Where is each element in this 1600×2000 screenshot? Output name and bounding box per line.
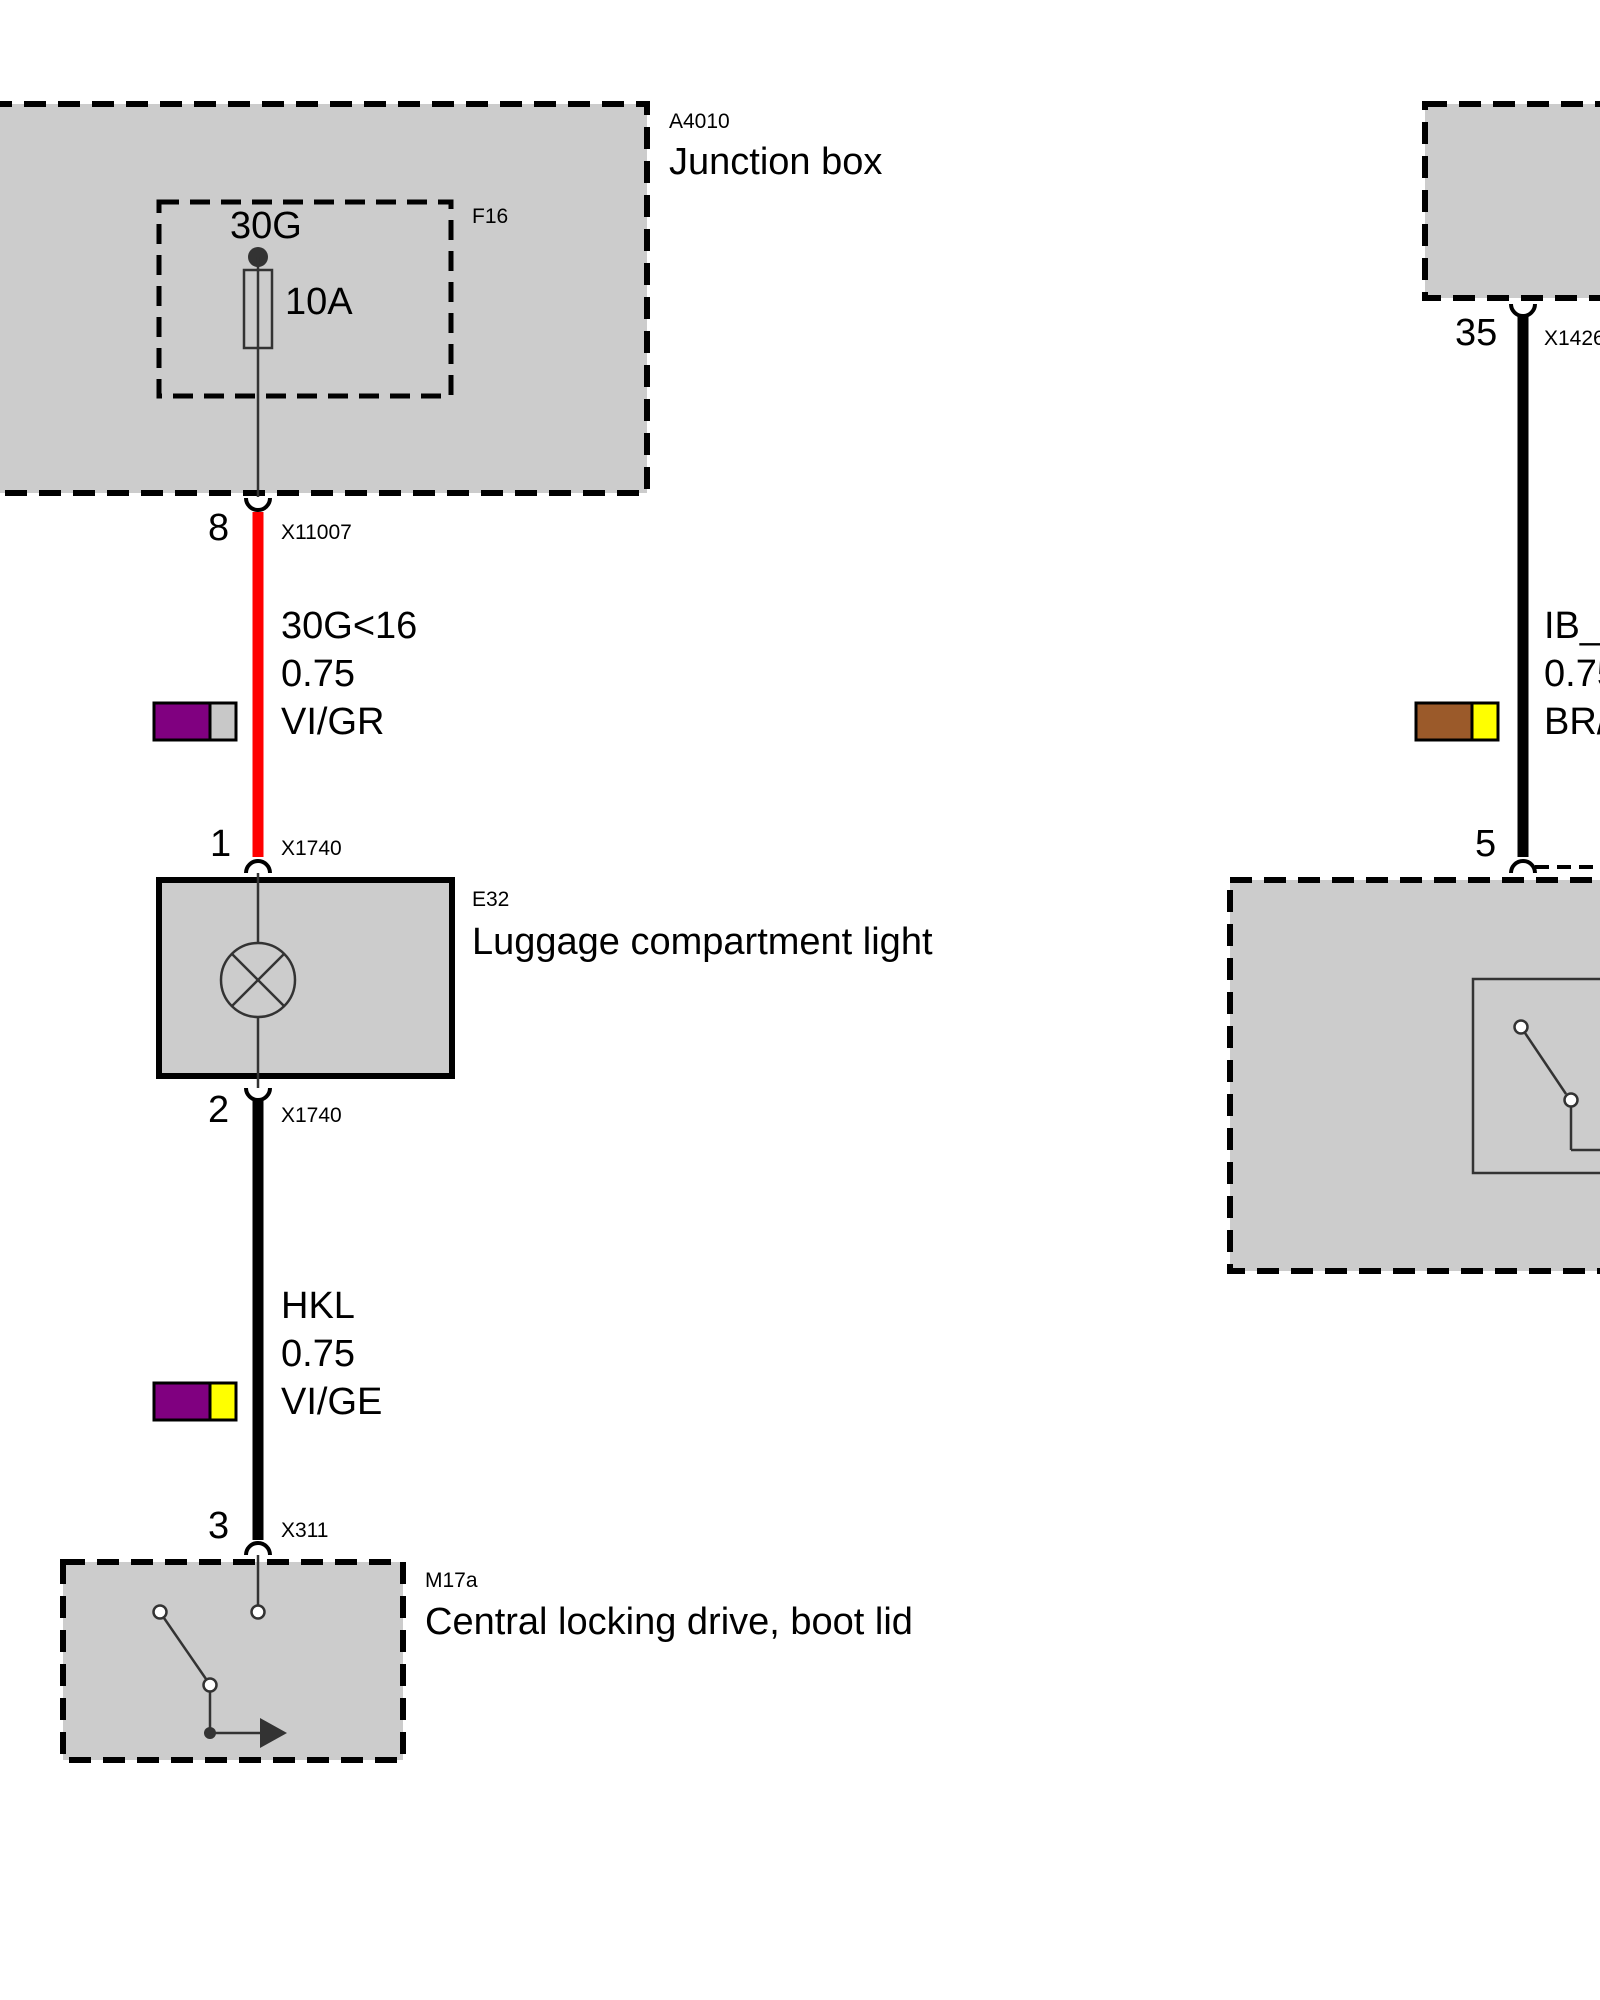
- wire-hkl: HKL 0.75 VI/GE: [152, 1100, 382, 1540]
- pin-number: 1: [210, 823, 231, 865]
- wire-signal: HKL: [281, 1285, 355, 1327]
- connector-id: X1740: [281, 837, 342, 860]
- connector-symbol: [244, 1087, 272, 1102]
- fuse-rating: 10A: [285, 281, 353, 323]
- wire-size: 0.75: [281, 653, 355, 695]
- connector-symbol: [244, 497, 272, 512]
- fuse-outline: [156, 199, 454, 399]
- wire-color-code: VI/GR: [281, 701, 384, 743]
- wire-color-code: BR/: [1544, 701, 1600, 743]
- junction-box: A4010 Junction box F16 30G 10A: [0, 101, 882, 497]
- arrow-icon: [260, 1718, 287, 1748]
- wire-signal: 30G<16: [281, 605, 417, 647]
- fuse-id: F16: [472, 205, 508, 228]
- connector-x1740-pin2: 2 X1740: [208, 1087, 342, 1131]
- connector-right-pin5: 5: [1475, 823, 1600, 874]
- fuse-terminal-label: 30G: [230, 205, 302, 247]
- connector-x311: 3 X311: [208, 1505, 329, 1556]
- junction-box-name: Junction box: [669, 141, 882, 183]
- light-id: E32: [472, 888, 509, 911]
- wire-color-code: VI/GE: [281, 1381, 382, 1423]
- pin-number: 35: [1455, 312, 1497, 354]
- junction-box-outline: [0, 101, 650, 496]
- light-name: Luggage compartment light: [472, 921, 933, 963]
- connector-symbol: [244, 859, 272, 874]
- swatch-secondary: [208, 1381, 238, 1422]
- connector-symbol: [1509, 303, 1537, 318]
- pin-number: 5: [1475, 823, 1496, 865]
- connector-x1426: 35 X1426: [1455, 303, 1600, 354]
- swatch-primary: [152, 1381, 212, 1422]
- wire-30g: 30G<16 0.75 VI/GR: [152, 512, 417, 857]
- pin-number: 3: [208, 1505, 229, 1547]
- locking-drive-outline: [60, 1559, 406, 1763]
- swatch-secondary: [208, 701, 238, 742]
- switch-icon: [152, 1604, 266, 1739]
- right-lower-component: [1227, 877, 1600, 1274]
- wire-ib: IB_ 0.75 BR/: [1414, 316, 1600, 857]
- wire-signal: IB_: [1544, 605, 1600, 647]
- connector-id: X311: [281, 1519, 329, 1542]
- swatch-primary: [152, 701, 212, 742]
- central-locking-drive: M17a Central locking drive, boot lid: [60, 1555, 913, 1763]
- swatch-primary: [1414, 701, 1474, 742]
- switch-frame: [1471, 977, 1600, 1175]
- connector-symbol: [244, 1541, 272, 1556]
- switch-icon: [1513, 1019, 1600, 1152]
- connector-id: X1426: [1544, 327, 1600, 350]
- right-upper-outline: [1422, 101, 1600, 301]
- swatch-secondary: [1470, 701, 1500, 742]
- connector-symbol: [1509, 859, 1537, 874]
- right-upper-component: [1422, 101, 1600, 301]
- wire-size: 0.75: [1544, 653, 1600, 695]
- junction-box-id: A4010: [669, 110, 730, 133]
- light-outline: [156, 877, 455, 1079]
- connector-id: X11007: [281, 521, 352, 544]
- right-lower-outline: [1227, 877, 1600, 1274]
- wire-size: 0.75: [281, 1333, 355, 1375]
- pin-number: 8: [208, 507, 229, 549]
- locking-drive-id: M17a: [425, 1569, 478, 1592]
- luggage-compartment-light: E32 Luggage compartment light: [156, 873, 933, 1088]
- connector-x1740-pin1: 1 X1740: [210, 823, 342, 874]
- pin-number: 2: [208, 1089, 229, 1131]
- fuse: F16 30G 10A: [156, 199, 508, 497]
- locking-drive-name: Central locking drive, boot lid: [425, 1601, 913, 1643]
- wire-color-swatch: [152, 701, 238, 742]
- wire-color-swatch: [1414, 701, 1500, 742]
- wire-color-swatch: [152, 1381, 238, 1422]
- connector-x11007: 8 X11007: [208, 497, 352, 549]
- connector-id: X1740: [281, 1104, 342, 1127]
